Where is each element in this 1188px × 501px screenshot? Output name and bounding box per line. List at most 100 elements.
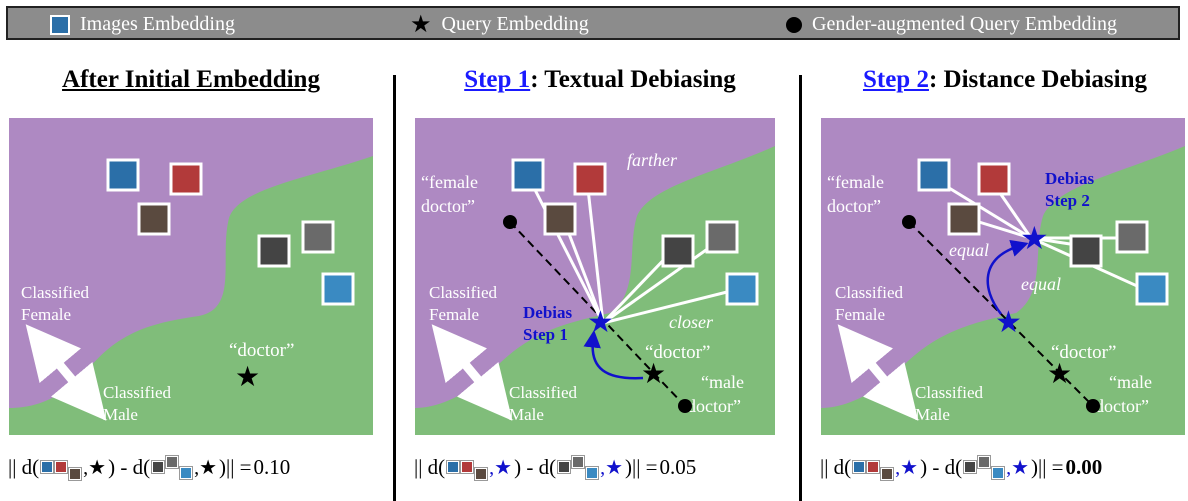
male-photo-icon: [585, 466, 600, 480]
female-doctor-photo: [137, 202, 171, 236]
female-photo-icon: [474, 467, 489, 481]
image-thumbnails: [106, 158, 355, 306]
female-doctor-photo: [169, 162, 203, 196]
male-doctor-photo: [321, 272, 355, 306]
male-photo-icon: [963, 460, 978, 474]
male-photo-icon: [991, 466, 1006, 480]
male-photo-icon: [557, 460, 572, 474]
debias-move-arrow: [986, 239, 1029, 315]
debiased-star-icon: ,★: [600, 456, 624, 479]
query-label: “doctor”: [645, 342, 710, 363]
male-doctor-photo: [1115, 220, 1149, 254]
male-doctor-photo: [705, 220, 739, 254]
female-photo-icon: [54, 460, 69, 474]
divider-1: [393, 75, 396, 501]
female-photo-icon: [852, 460, 867, 474]
image-thumbnails: [511, 158, 759, 306]
legend-images-label: Images Embedding: [80, 13, 235, 35]
male-doctor-photo: [257, 234, 291, 268]
debiased-star-icon: ,★: [1006, 456, 1030, 479]
debiased-star-icon: ,★: [489, 456, 513, 479]
female-photo-icon: [880, 467, 895, 481]
female-doctor-photo: [106, 158, 140, 192]
doctor-photo-icon: [50, 14, 70, 35]
gender-axis-arrow: [837, 324, 919, 421]
image-thumbnails: [917, 158, 1169, 306]
male-photo-icon: [571, 455, 586, 469]
step-2-link[interactable]: Step 2: [862, 66, 929, 93]
step-1-link[interactable]: Step 1: [464, 66, 531, 93]
debiased-star: ★: [587, 306, 614, 339]
legend-images: Images Embedding: [50, 13, 235, 36]
equal-label-a: equal: [949, 240, 989, 260]
gender-axis-arrow: [25, 324, 107, 421]
query-star: ★: [641, 359, 666, 390]
legend-bar: Images Embedding ★ Query Embedding Gende…: [6, 6, 1180, 40]
female-doctor-photo: [947, 202, 981, 236]
female-doctor-photo: [543, 202, 577, 236]
female-doctor-photo: [573, 162, 607, 196]
male-doctor-photo: [301, 220, 335, 254]
male-doctor-point: [1086, 399, 1100, 413]
gender-direction-line: [509, 221, 686, 407]
legend-query-label: Query Embedding: [441, 13, 589, 35]
panel-2-formula: || d( ,★ ) - d( ,★ )|| = 0.05: [414, 454, 697, 481]
query-star-icon: ,★: [194, 456, 218, 479]
male-doctor-point: [678, 399, 692, 413]
male-photo-icon: [179, 466, 194, 480]
male-photo-icon: [165, 455, 180, 469]
legend-gender: Gender-augmented Query Embedding: [786, 13, 1117, 36]
female-doctor-photo: [977, 162, 1011, 196]
female-doctor-photo: [917, 158, 951, 192]
panel-3-title: Step 2: Distance Debiasing: [862, 66, 1148, 93]
query-star: ★: [1047, 359, 1072, 390]
query-star-icon: ,★: [83, 456, 107, 479]
panel-3-formula: || d( ,★ ) - d( ,★ )|| = 0.00: [820, 454, 1103, 481]
female-doctor-point: [503, 215, 517, 229]
divider-2: [799, 75, 802, 501]
farther-label: farther: [627, 150, 678, 170]
male-doctor-photo: [1069, 234, 1103, 268]
male-doctor-photo: [661, 234, 695, 268]
female-photo-icon: [40, 460, 55, 474]
male-doctor-photo: [1135, 272, 1169, 306]
female-doctor-photo: [511, 158, 545, 192]
male-photo-icon: [977, 455, 992, 469]
female-doctor-point: [902, 215, 916, 229]
male-doctor-photo: [725, 272, 759, 306]
query-label: “doctor”: [229, 340, 294, 361]
query-label: “doctor”: [1051, 342, 1116, 363]
legend-gender-label: Gender-augmented Query Embedding: [812, 13, 1118, 35]
panel-1-formula: || d( ,★ ) - d( ,★ )|| = 0.10: [8, 454, 291, 481]
female-photo-icon: [460, 460, 475, 474]
gender-axis-arrow: [431, 324, 513, 421]
debias-move-arrow: [583, 330, 644, 380]
legend-query: ★ Query Embedding: [410, 11, 589, 38]
female-photo-icon: [68, 467, 83, 481]
debiased-star: ★: [1020, 220, 1049, 256]
debiased-star-icon: ,★: [895, 456, 919, 479]
male-photo-icon: [151, 460, 166, 474]
dot-icon: [786, 16, 802, 33]
star-icon: ★: [410, 11, 432, 38]
female-photo-icon: [446, 460, 461, 474]
panel-2-title: Step 1: Textual Debiasing: [464, 66, 736, 93]
female-photo-icon: [866, 460, 881, 474]
equal-label-b: equal: [1021, 274, 1061, 294]
panel-1-title: After Initial Embedding: [62, 66, 320, 93]
closer-label: closer: [669, 312, 714, 332]
